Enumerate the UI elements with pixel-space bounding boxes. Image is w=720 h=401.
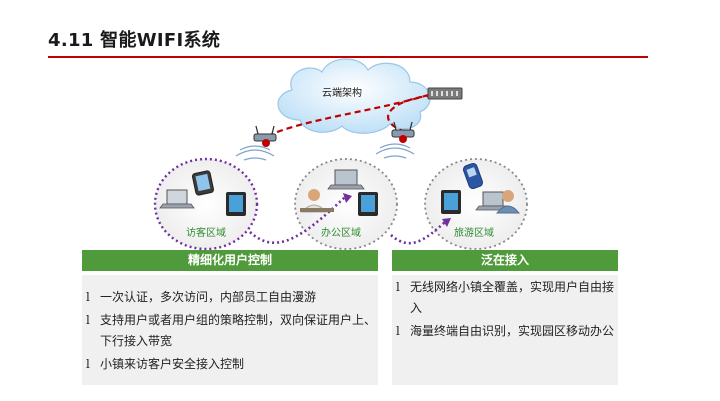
list-item: l 小镇来访客户安全接入控制	[82, 354, 378, 375]
access-point-icon	[375, 121, 415, 159]
zone-visitor	[153, 157, 259, 251]
panel-header-user-control: 精细化用户控制	[82, 250, 378, 271]
page-title: 4.11 智能WIFI系统	[48, 30, 221, 51]
person-icon	[495, 190, 521, 214]
panel-header-ubiquitous-access: 泛在接入	[392, 250, 618, 271]
bullet-marker: l	[396, 324, 400, 338]
title-divider	[48, 56, 648, 58]
uplink-lines	[267, 93, 429, 137]
zone-label-office: 办公区域	[321, 226, 361, 239]
bullet-marker: l	[86, 313, 90, 327]
zone-office	[294, 158, 398, 250]
cloud-label: 云端架构	[322, 86, 362, 99]
list-item: l 支持用户或者用户组的策略控制，双向保证用户上、下行接入带宽	[82, 310, 378, 352]
bullet-marker: l	[86, 357, 90, 371]
laptop-icon	[327, 169, 365, 190]
phone-icon	[462, 162, 484, 190]
server-icon	[427, 87, 463, 100]
list-item: l 海量终端自由识别，实现园区移动办公	[392, 321, 618, 342]
network-diagram: 云端架构	[153, 58, 528, 251]
panel-user-control: l 一次认证，多次访问，内部员工自由漫游 l 支持用户或者用户组的策略控制，双向…	[82, 275, 378, 385]
tablet-icon	[226, 192, 246, 216]
roaming-path	[249, 196, 446, 245]
bullet-marker: l	[396, 280, 400, 294]
list-item: l 一次认证，多次访问，内部员工自由漫游	[82, 287, 378, 308]
access-point-icon	[235, 125, 277, 161]
tablet-icon	[358, 192, 378, 216]
person-icon	[300, 189, 334, 213]
cloud-icon	[277, 58, 431, 134]
zone-label-visitor: 访客区域	[186, 226, 226, 239]
list-item: l 无线网络小镇全覆盖，实现用户自由接入	[392, 277, 618, 319]
zone-label-travel: 旅游区域	[454, 226, 494, 239]
arrow-icon	[343, 193, 352, 203]
tablet-icon	[441, 190, 461, 214]
phone-icon	[191, 170, 215, 196]
arrow-icon	[442, 218, 451, 227]
bullet-marker: l	[86, 290, 90, 304]
laptop-icon	[159, 189, 195, 209]
zone-travel	[424, 158, 528, 250]
panel-ubiquitous-access: l 无线网络小镇全覆盖，实现用户自由接入 l 海量终端自由识别，实现园区移动办公	[392, 275, 618, 385]
